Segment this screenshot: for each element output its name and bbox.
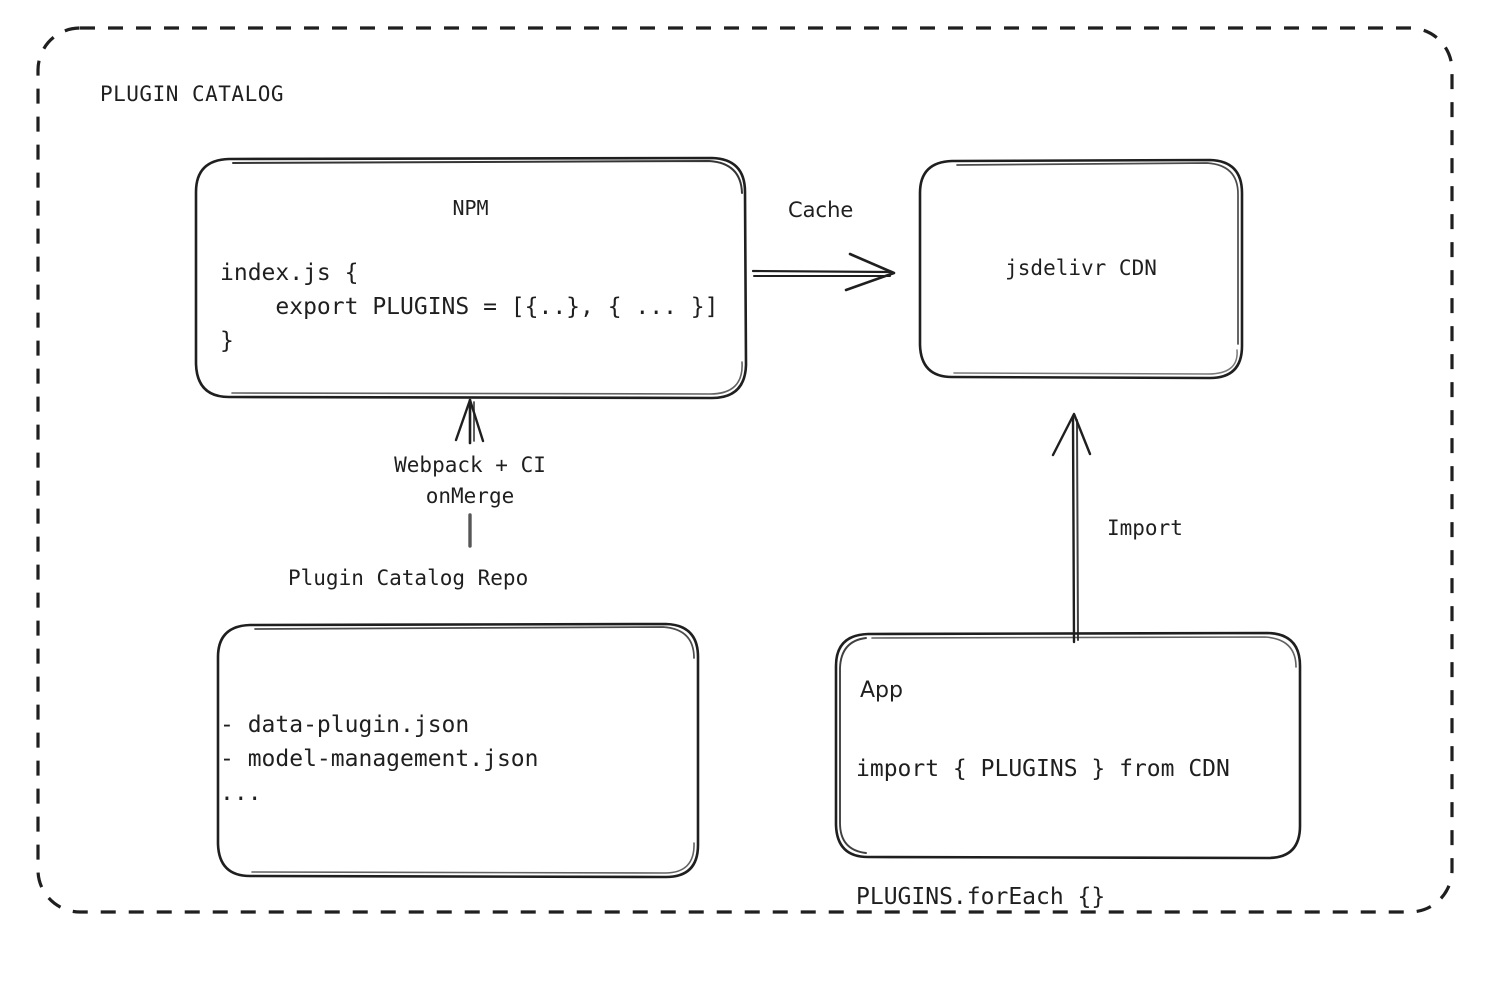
npm-node-title: NPM	[452, 196, 489, 220]
build-edge-label: Webpack + CI onMerge	[394, 453, 546, 508]
npm-node-code: index.js { export PLUGINS = [{..}, { ...…	[220, 260, 719, 354]
page-title: PLUGIN CATALOG	[100, 82, 285, 106]
import-arrow	[1051, 412, 1092, 644]
import-edge-label: Import	[1107, 516, 1183, 540]
app-node-title: App	[860, 678, 903, 703]
repo-node-files: - data-plugin.json - model-management.js…	[220, 712, 539, 806]
repo-node-label: Plugin Catalog Repo	[288, 566, 529, 590]
cdn-node-title: jsdelivr CDN	[1005, 256, 1157, 280]
cache-arrow	[751, 252, 896, 292]
cache-edge-label: Cache	[788, 198, 854, 222]
app-node-code: import { PLUGINS } from CDN PLUGINS.forE…	[856, 756, 1230, 910]
